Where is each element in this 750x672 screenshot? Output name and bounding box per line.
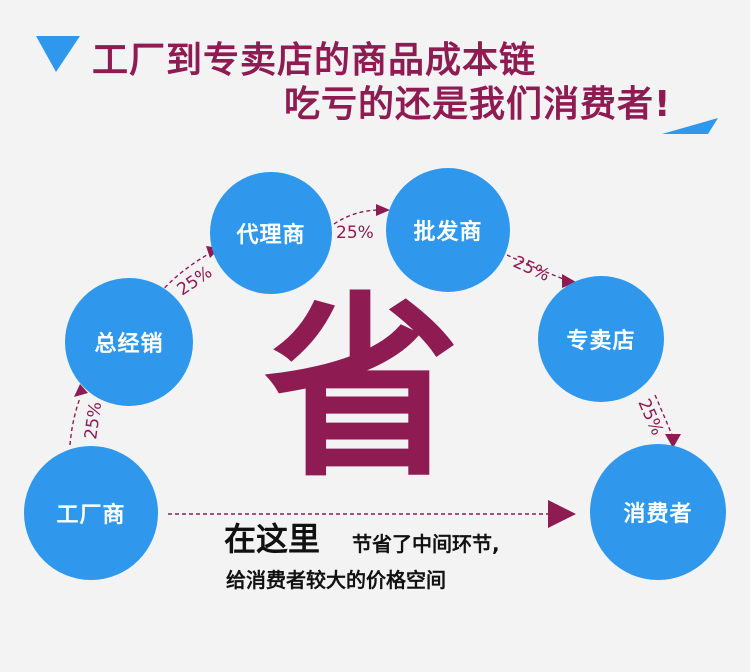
- node-agent-label: 代理商: [236, 223, 306, 248]
- node-factory-label: 工厂商: [56, 503, 126, 528]
- arrow-distributor-to-agent: [159, 251, 213, 294]
- caption-line1: 节省了中间环节,: [352, 532, 500, 556]
- arrow-wholesaler-to-store: [506, 254, 567, 281]
- node-distributor: 总经销: [65, 278, 193, 406]
- node-consumer: 消费者: [590, 444, 726, 580]
- node-factory: 工厂商: [24, 446, 158, 580]
- markup-label: 25%: [174, 262, 217, 300]
- node-consumer-label: 消费者: [623, 502, 693, 527]
- node-agent: 代理商: [210, 172, 332, 294]
- node-store: 专卖店: [538, 276, 664, 402]
- arrow-factory-to-distributor: [69, 397, 81, 446]
- node-distributor-label: 总经销: [94, 332, 164, 357]
- arrowhead-distributor: [74, 384, 88, 397]
- markup-label: 25%: [633, 396, 667, 439]
- triangle-top-right: [662, 118, 718, 134]
- arrow-agent-to-wholesaler: [333, 209, 381, 225]
- center-save-character: 省: [263, 276, 460, 504]
- node-wholesaler: 批发商: [386, 168, 510, 292]
- arrowhead-wholesaler: [376, 204, 390, 216]
- arrowhead-store: [562, 274, 576, 288]
- node-store-label: 专卖店: [566, 329, 636, 354]
- triangle-top-left: [36, 36, 80, 72]
- arrowhead-consumer: [665, 434, 681, 448]
- caption-line2: 给消费者较大的价格空间: [226, 568, 446, 592]
- markup-label: 25%: [510, 252, 553, 286]
- caption-emphasis: 在这里: [224, 520, 321, 558]
- markup-label: 25%: [336, 223, 374, 243]
- arrowhead-main: [548, 500, 576, 528]
- node-wholesaler-label: 批发商: [413, 220, 483, 245]
- arrow-store-to-consumer: [654, 394, 673, 436]
- headline-line2: 吃亏的还是我们消费者!: [284, 84, 672, 125]
- headline-line1: 工厂到专卖店的商品成本链: [92, 40, 537, 81]
- markup-label: 25%: [81, 400, 106, 440]
